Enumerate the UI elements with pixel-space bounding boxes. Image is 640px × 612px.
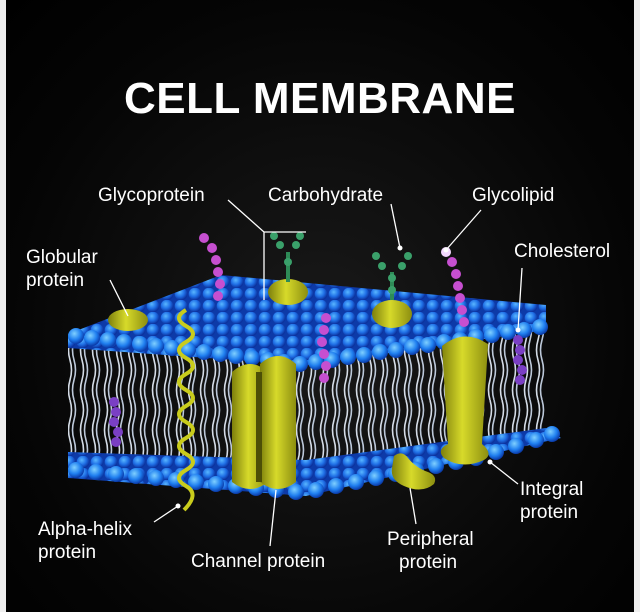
- label-integral-line2: protein: [520, 502, 579, 523]
- label-glycoprotein: Glycoprotein: [98, 185, 205, 206]
- label-globular-line2: protein: [26, 270, 85, 291]
- label-peripheral-line2: protein: [399, 552, 458, 573]
- glycolipid-chain-left: [199, 233, 225, 301]
- leader-dots: [175, 245, 521, 509]
- channel-protein: [232, 356, 296, 489]
- label-alpha-line2: protein: [38, 542, 97, 563]
- lipid-bilayer: [68, 275, 561, 500]
- diagram-frame: CELL MEMBRANE: [6, 0, 634, 612]
- diagram-title: CELL MEMBRANE: [124, 74, 516, 123]
- label-integral-line1: Integral: [520, 479, 584, 500]
- carbohydrate-chain: [372, 252, 412, 328]
- membrane-illustration: [68, 199, 561, 547]
- glycoprotein: [268, 232, 308, 305]
- label-alpha-line1: Alpha-helix: [38, 519, 132, 540]
- peripheral-protein: [391, 453, 436, 490]
- label-glycolipid: Glycolipid: [472, 185, 555, 206]
- label-cholesterol: Cholesterol: [514, 241, 611, 262]
- glycolipid-chain-center: [317, 313, 331, 383]
- cholesterol-molecule-left: [109, 397, 123, 447]
- label-channel-protein: Channel protein: [191, 551, 326, 572]
- cholesterol-molecule-right: [513, 335, 527, 385]
- leader-lines: [109, 199, 523, 547]
- label-peripheral-line1: Peripheral: [387, 529, 474, 550]
- alpha-helix-protein: [177, 308, 195, 512]
- globular-protein: [108, 309, 148, 331]
- integral-protein: [440, 336, 489, 465]
- label-carbohydrate: Carbohydrate: [268, 185, 384, 206]
- label-globular-line1: Globular: [26, 247, 98, 268]
